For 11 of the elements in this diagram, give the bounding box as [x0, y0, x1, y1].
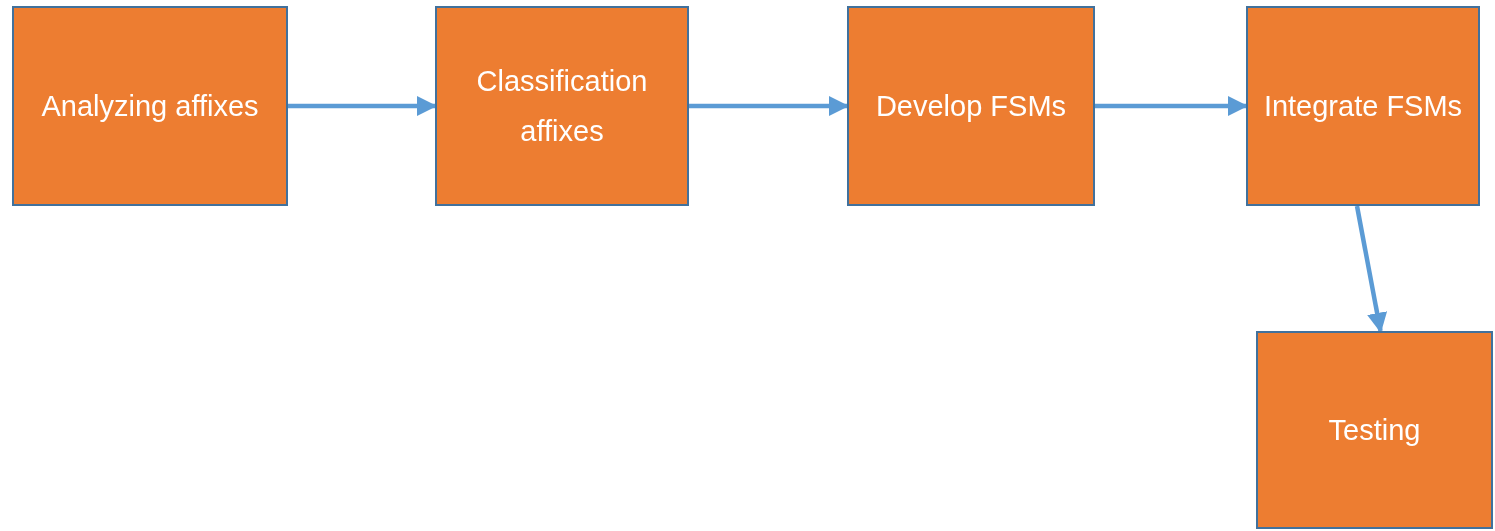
process-box — [847, 6, 1095, 206]
box-label: Analyzing affixes — [41, 89, 259, 124]
process-box — [12, 6, 288, 206]
process-box — [1256, 331, 1493, 529]
box-label: Develop FSMs — [875, 89, 1067, 124]
box-label: Testing — [1328, 413, 1421, 448]
box-label: Integrate FSMs — [1263, 89, 1463, 124]
process-box — [1246, 6, 1480, 206]
process-box — [435, 6, 689, 206]
box-label: Classification affixes — [475, 64, 649, 149]
arrow — [1354, 205, 1388, 333]
